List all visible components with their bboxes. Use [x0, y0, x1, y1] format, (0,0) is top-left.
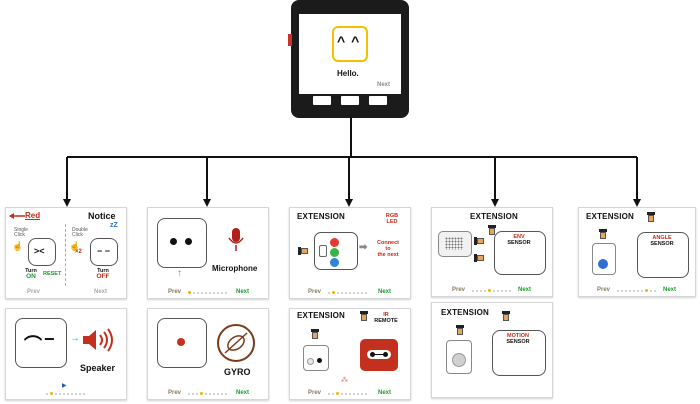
extension-title: EXTENSION [297, 311, 346, 320]
microphone-card: Microphone ↑ Prev Next [147, 207, 269, 299]
up-arrow-icon: ↑ [177, 268, 182, 279]
hello-text: Hello. [337, 69, 359, 78]
angry-face-icon: >< [28, 238, 56, 266]
prev-label: Prev [308, 390, 322, 396]
extension-title: EXTENSION [470, 212, 519, 221]
device-button-a[interactable] [313, 96, 331, 105]
connector-icon [360, 311, 368, 321]
connector-icon [311, 329, 319, 339]
notice-title: Notice [88, 211, 116, 221]
device-screen: ^ ^ Hello. Next [299, 14, 401, 94]
face-icon: ^ ^ [332, 26, 368, 62]
hand-icon: ☝ [12, 241, 24, 251]
cyan-arrow-icon: → [70, 333, 80, 344]
pir-module-icon [446, 340, 472, 374]
device-side-button [288, 34, 292, 46]
speaker-icon [83, 328, 113, 352]
red-label: Red [25, 211, 41, 220]
next-label: Next [236, 390, 250, 396]
single-click-label: Single Click [14, 227, 28, 238]
next-label: Next [378, 390, 392, 396]
prev-label: Prev [597, 287, 611, 293]
connector-icon [456, 325, 464, 335]
connector-icon [298, 247, 308, 255]
extension-title: EXTENSION [586, 212, 635, 221]
connector-icon [599, 229, 607, 239]
next-label: Next [236, 289, 250, 295]
connector-icon [647, 212, 655, 222]
extension-title: EXTENSION [441, 308, 490, 317]
ir-signal-icon: ⁂ [341, 377, 348, 384]
next-label: Next [518, 287, 532, 293]
remote-robot-icon [360, 339, 398, 371]
connector-icon [474, 254, 484, 262]
next-label: Next [378, 289, 392, 295]
sleep-face-icon: − − [90, 238, 118, 266]
prev-label: Prev [308, 289, 322, 295]
gyro-card: GYRO Prev Next [147, 308, 269, 400]
double-click-label: Double Click [72, 227, 88, 238]
angle-sensor-box [637, 232, 689, 278]
dot-face-icon [157, 318, 207, 368]
page-dots [188, 392, 227, 395]
sleep-zz-icon: zZ [110, 222, 118, 229]
prev-label: Prev [452, 287, 466, 293]
prev-label: Prev [27, 289, 41, 295]
page-dots [188, 291, 227, 294]
page-dots [472, 289, 511, 292]
env-sensor-box [494, 231, 546, 275]
gyro-label: GYRO [224, 367, 251, 377]
connector-icon [474, 237, 484, 245]
page-dots [328, 392, 367, 395]
connector-icon [502, 311, 510, 321]
page-dots [328, 291, 367, 294]
page-dots [46, 392, 85, 395]
page-dots [617, 289, 656, 292]
motion-sensor-box [492, 330, 546, 376]
eyes-face-icon [157, 218, 207, 268]
prev-label: Prev [168, 289, 182, 295]
rgb-led-module-icon [314, 232, 358, 270]
device-button-b[interactable] [341, 96, 359, 105]
microphone-label: Microphone [212, 264, 258, 273]
device: ^ ^ Hello. Next [288, 0, 409, 118]
face-icon: ⌒ − [15, 318, 67, 368]
env-sensor-module-icon [438, 231, 472, 257]
play-marker-icon: ▶ [62, 383, 67, 389]
microphone-icon [228, 228, 244, 251]
hand-icon-2: ☝ [69, 241, 81, 251]
next-label: Next [94, 289, 108, 295]
prev-label: Prev [168, 390, 182, 396]
angle-knob-module-icon [592, 243, 616, 275]
ir-module-icon [303, 345, 329, 371]
notice-divider [65, 224, 66, 286]
extension-title: EXTENSION [297, 212, 346, 221]
times-two-label: ×2 [75, 249, 82, 255]
left-arrow-icon [9, 213, 25, 219]
next-label: Next [663, 287, 677, 293]
gray-arrow-icon: ➡ [359, 242, 368, 253]
connector-icon [488, 225, 496, 235]
gyro-icon [217, 324, 255, 362]
device-button-c[interactable] [369, 96, 387, 105]
device-next-label: Next [377, 82, 391, 88]
reset-label: RESET [43, 271, 62, 277]
speaker-card: ⌒ − → Speaker ▶ [5, 308, 127, 400]
speaker-label: Speaker [80, 363, 116, 373]
